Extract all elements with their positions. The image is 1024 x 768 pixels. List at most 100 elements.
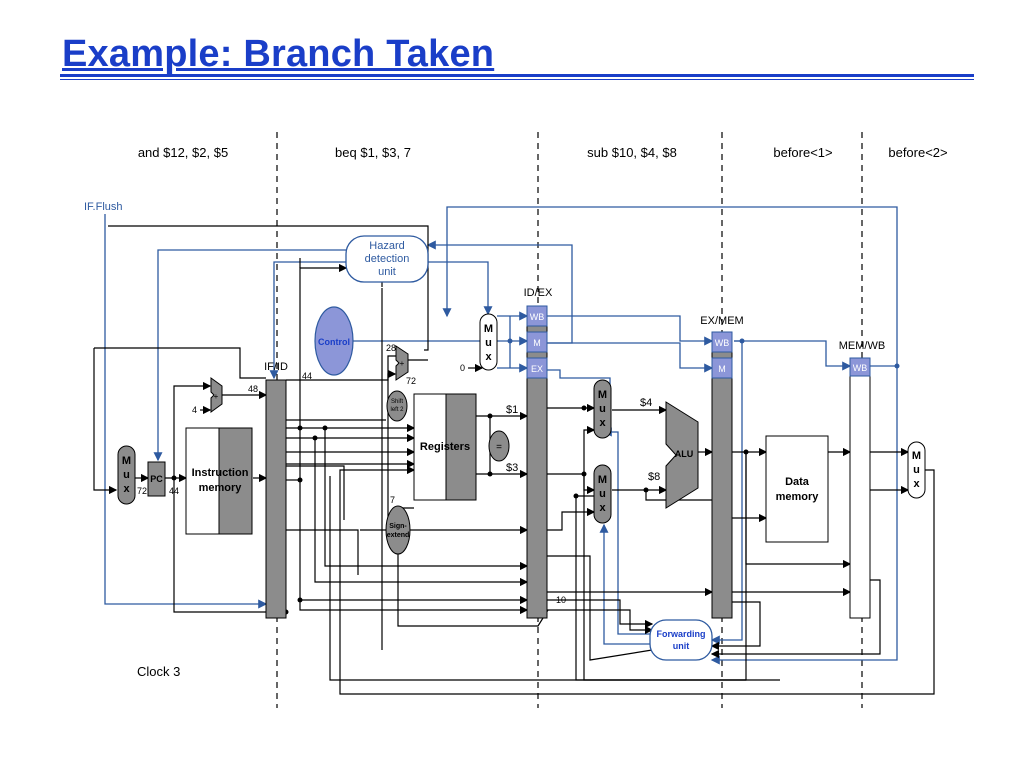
reg-value-s3: $3 [506,462,518,474]
slide-title: Example: Branch Taken [62,33,495,75]
stage-label-id: beq $1, $3, 7 [335,145,411,160]
svg-text:unit: unit [673,641,690,651]
junction-dots [171,338,900,615]
forwarding-unit [649,619,713,661]
svg-text:x: x [123,483,130,495]
memwb-regwrite-top [442,206,898,366]
svg-text:u: u [599,403,606,415]
reg-value-s1: $1 [506,404,518,416]
sign-extend [385,505,411,555]
pc-mux [117,445,136,505]
branch-adder [395,345,409,381]
if-id-label: IF/ID [264,361,288,373]
svg-text:memory: memory [199,482,243,494]
pc-value-72: 72 [137,486,147,496]
stage-label-if: and $12, $2, $5 [138,145,228,160]
hazard-to-ifid-line [269,261,346,380]
program-counter [147,461,166,497]
svg-text:Instruction: Instruction [192,467,249,479]
hazard-label-1: Hazard [369,240,404,252]
svg-text:ALU: ALU [675,449,694,459]
pc-label: PC [150,474,163,484]
stage-label-mem: before<1> [773,145,832,160]
exmem-regwrite-to-fwd [710,340,743,645]
svg-text:u: u [123,469,130,481]
alu [665,401,699,509]
title-underline-thin [60,79,974,80]
data-memory [765,435,829,543]
svg-text:=: = [496,442,502,453]
alu-input-s4: $4 [640,397,652,409]
hazard-label-2: detection [365,253,410,265]
stage-label-ex: sub $10, $4, $8 [587,145,677,160]
svg-text:M: M [122,455,131,467]
svg-text:M: M [598,389,607,401]
ex-mem-label: EX/MEM [700,315,743,327]
exmem-m: M [718,364,726,374]
svg-text:extend: extend [387,532,410,539]
adder-value-48: 48 [248,384,258,394]
svg-text:x: x [599,417,606,429]
sign-extend-value-7: 7 [390,495,395,505]
svg-text:u: u [599,488,606,500]
if-flush-label: IF.Flush [84,201,123,213]
svg-text:x: x [485,351,492,363]
memwb-wb: WB [853,363,868,373]
hazard-label-3: unit [378,266,396,278]
clock-label: Clock 3 [137,664,180,679]
ifid-value-44: 44 [302,371,312,381]
if-flush-line [104,214,268,609]
stage-label-wb: before<2> [888,145,947,160]
id-ex-label: ID/EX [524,287,553,299]
hazard-to-mux [428,261,493,316]
svg-text:memory: memory [776,491,820,503]
svg-text:Data: Data [785,476,810,488]
alu-mux-b [593,464,612,524]
pipeline-register-if-id [265,379,287,619]
memwb-control-field [849,357,871,377]
fwd-to-mux-b [599,523,652,645]
svg-text:left 2: left 2 [390,407,404,413]
fwd-to-mux-a [602,427,652,635]
svg-text:Shift: Shift [391,399,403,405]
svg-text:Registers: Registers [420,441,470,453]
control-label: Control [318,337,350,347]
alu-input-s8: $8 [648,471,660,483]
pc-adder [210,377,223,413]
pipeline-register-id-ex [526,305,548,619]
alu-mux-a [593,379,612,439]
svg-text:Forwarding: Forwarding [657,629,706,639]
svg-text:u: u [913,464,920,476]
idex-ex: EX [531,364,543,374]
svg-text:M: M [912,450,921,462]
idex-value-10: 10 [556,595,566,605]
branch-value-28: 28 [386,343,396,353]
data-lines [93,225,935,695]
shift-left-2 [386,390,408,422]
mem-wb-label: MEM/WB [839,340,885,352]
idex-wb: WB [530,312,545,322]
pc-value-44: 44 [169,486,179,496]
svg-text:Sign-: Sign- [389,523,407,530]
control-mux [479,313,498,371]
exmem-wb: WB [715,338,730,348]
const-four: 4 [192,405,197,415]
svg-text:u: u [485,337,492,349]
wb-idex-to-exmem [546,315,714,346]
ex-control-down [546,369,611,388]
writeback-mux [907,441,926,499]
pipeline-register-mem-wb [849,357,871,619]
svg-text:x: x [599,502,606,514]
svg-text:x: x [913,478,920,490]
svg-text:+: + [400,359,405,368]
svg-text:M: M [598,474,607,486]
m-idex-to-exmem [546,342,714,373]
equality-comparator [488,430,510,462]
memwb-regwrite-to-fwd [710,366,898,665]
control-unit [314,306,354,376]
title-underline [60,74,974,77]
idex-m: M [533,338,541,348]
svg-text:M: M [484,323,493,335]
svg-text:+: + [214,392,219,401]
